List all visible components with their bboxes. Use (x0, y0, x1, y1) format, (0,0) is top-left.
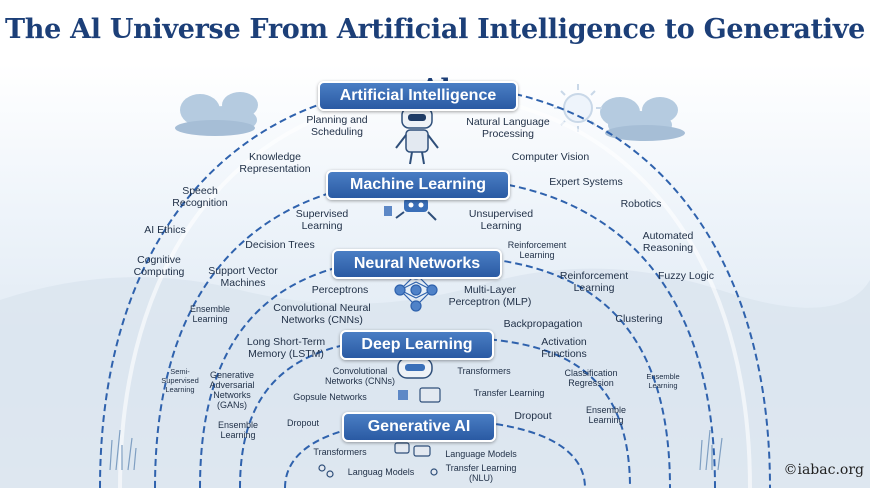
dl-item-transfer: Transfer Learning (473, 388, 545, 398)
layer-banner-nn: Neural Networks (332, 249, 502, 279)
dl-item-dropout-left: Dropout (286, 418, 320, 428)
cloud-left (175, 92, 258, 136)
dl-ring (239, 335, 631, 488)
nn-item-backprop: Backpropagation (503, 318, 583, 330)
layer-banner-ml: Machine Learning (326, 170, 510, 200)
ai-ring (99, 83, 771, 488)
ml-item-decision-trees: Decision Trees (245, 239, 315, 251)
background-hills (0, 268, 870, 488)
cloud-right (600, 97, 685, 141)
gen-item-languag-models: Languag Models (347, 467, 415, 477)
gen-item-transformers: Transformers (313, 447, 367, 457)
dl-item-dropout-right: Dropout (514, 410, 552, 422)
gen-item-transfer: Transfer Learning(NLU) (445, 463, 517, 483)
generative-ai-icons (318, 442, 438, 478)
credit-watermark: ©iabac.org (783, 462, 864, 478)
layer-banner-gen: Generative AI (342, 412, 496, 442)
dl-item-capsule: Gopsule Networks (293, 392, 367, 402)
dl-item-transformers: Transformers (457, 366, 511, 376)
grass-left (109, 429, 137, 471)
layer-banner-ai: Artificial Intelligence (318, 81, 518, 111)
ai-item-robotics: Robotics (620, 198, 662, 210)
grass-right (699, 429, 723, 471)
page-title: The Al Universe From Artificial Intellig… (0, 0, 870, 105)
deep-learning-robot-icon (397, 357, 441, 403)
ai-item-fuzzy: Fuzzy Logic (657, 270, 715, 282)
ai-item-ethics: AI Ethics (144, 224, 186, 236)
ai-item-expert-systems: Expert Systems (549, 176, 623, 188)
layer-banner-dl: Deep Learning (340, 330, 494, 360)
nn-item-perceptrons: Perceptrons (311, 284, 369, 296)
neural-network-icon (394, 268, 438, 312)
gen-item-language-models: Language Models (445, 449, 517, 459)
ai-item-computer-vision: Computer Vision (511, 151, 590, 163)
robot-arm-icon (384, 198, 437, 221)
nn-ring (199, 254, 671, 488)
ml-item-clustering: Clustering (615, 313, 663, 325)
